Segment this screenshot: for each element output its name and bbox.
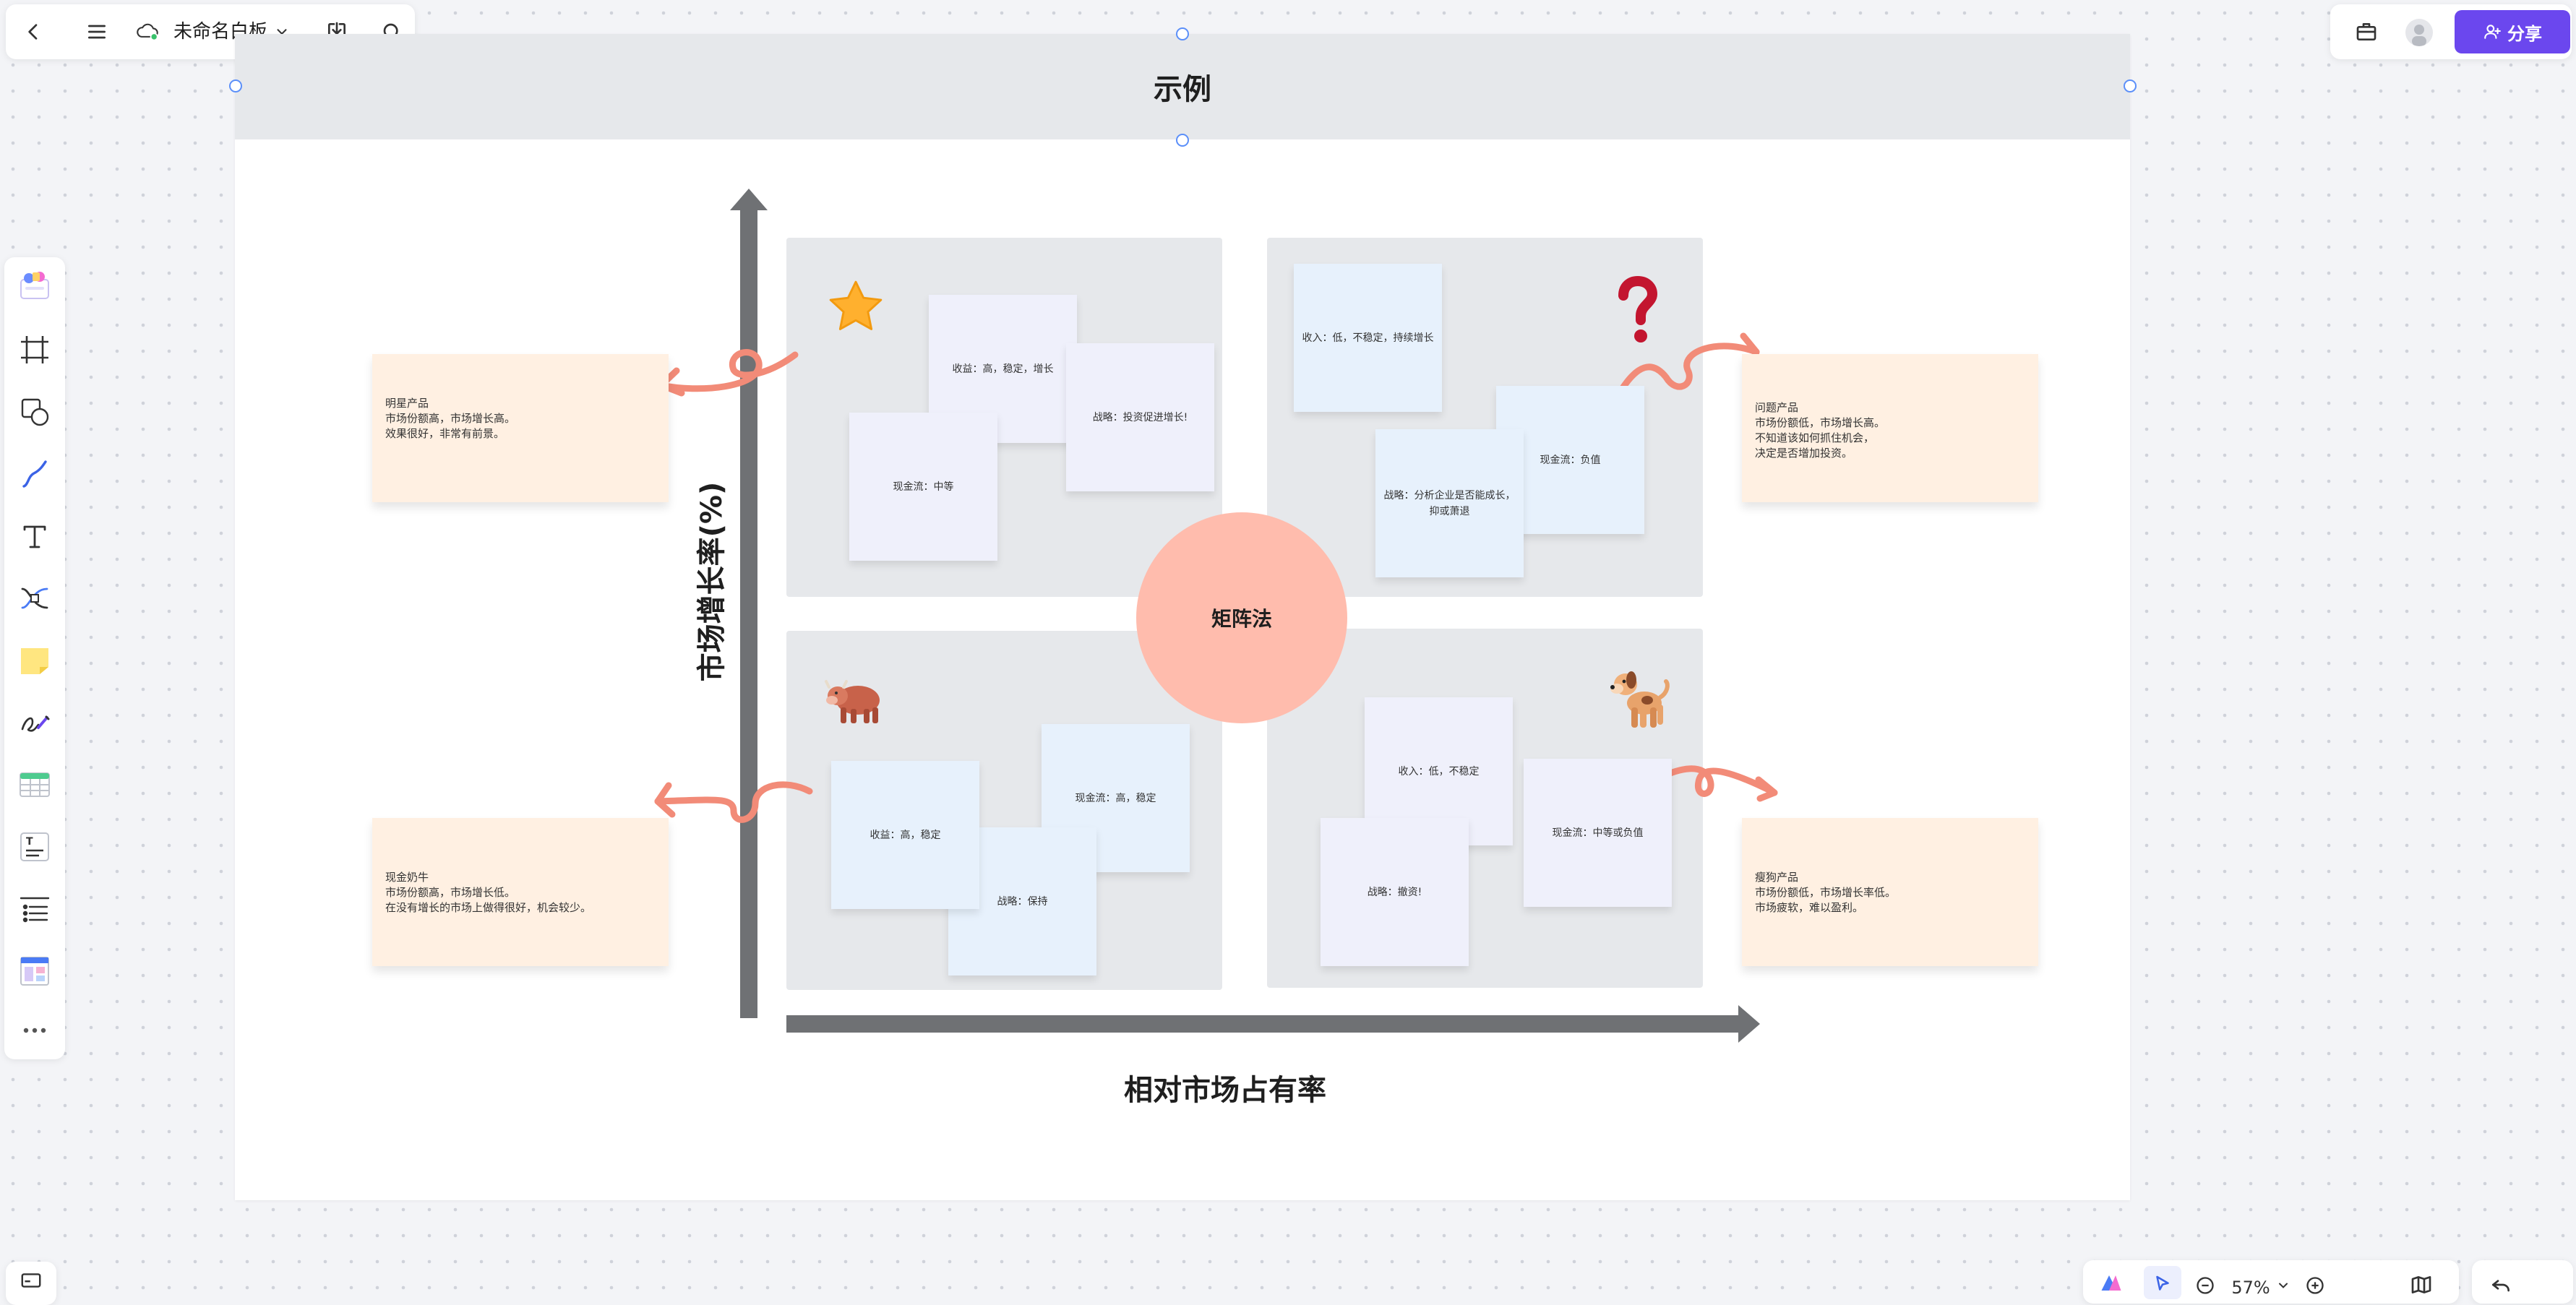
zoom-in-icon[interactable] — [2304, 1275, 2326, 1296]
layout-icon[interactable] — [14, 951, 55, 991]
axes — [654, 189, 1778, 1043]
left-toolbar: T — [4, 257, 65, 1059]
note-line: 在没有增长的市场上做得很好，机会较少。 — [385, 901, 592, 914]
back-icon[interactable] — [22, 20, 45, 43]
note-line: 市场疲软，难以盈利。 — [1755, 901, 1864, 914]
sticky-note[interactable]: 现金流：中等 — [849, 413, 997, 561]
curve-pen-icon[interactable] — [14, 454, 55, 494]
briefcase-icon[interactable] — [2355, 20, 2378, 43]
center-circle[interactable]: 矩阵法 — [1136, 512, 1347, 723]
share-button[interactable]: 分享 — [2455, 10, 2570, 53]
y-axis-arrow — [730, 189, 768, 1018]
resize-handle[interactable] — [229, 79, 242, 92]
list-icon[interactable] — [14, 889, 55, 929]
zoom-level[interactable]: 57% — [2231, 1278, 2270, 1298]
note-line: 决定是否增加投资。 — [1755, 447, 1853, 460]
frame-tool-icon[interactable] — [14, 330, 55, 370]
templates-icon[interactable] — [14, 266, 55, 306]
note-line: 问题产品 — [1755, 401, 1799, 414]
y-axis-label[interactable]: 市场增长率(%) — [695, 481, 729, 682]
note-line: 市场份额低，市场增长高。 — [1755, 416, 1886, 429]
zoom-out-icon[interactable] — [2194, 1275, 2216, 1296]
share-label: 分享 — [2507, 23, 2542, 44]
shapes-icon[interactable] — [14, 392, 55, 432]
brush-icon[interactable] — [14, 702, 55, 743]
note-line: 明星产品 — [385, 397, 429, 410]
chevron-down-icon[interactable] — [273, 23, 291, 40]
curly-arrow — [654, 781, 813, 823]
text-tool-icon[interactable] — [14, 516, 55, 556]
ai-icon[interactable] — [2098, 1270, 2125, 1293]
zoom-dropdown-icon[interactable] — [2275, 1278, 2291, 1293]
sticky-note-icon[interactable] — [14, 640, 55, 681]
dog-icon — [1602, 660, 1675, 732]
top-right-toolbar: 分享 — [2330, 4, 2572, 59]
select-tool[interactable] — [2144, 1266, 2181, 1299]
note-question-product[interactable]: 问题产品 市场份额低，市场增长高。 不知道该如何抓住机会， 决定是否增加投资。 — [1742, 354, 2038, 502]
note-line: 市场份额低，市场增长率低。 — [1755, 886, 1897, 899]
undo-icon[interactable] — [2489, 1273, 2512, 1296]
resize-handle[interactable] — [1176, 27, 1189, 40]
sticky-note[interactable]: 收入：低，不稳定，持续增长 — [1294, 264, 1442, 412]
bottom-toolbar: 57% — [2083, 1260, 2459, 1304]
note-star-product[interactable]: 明星产品 市场份额高，市场增长高。 效果很好，非常有前景。 — [372, 354, 669, 502]
svg-text:T: T — [26, 836, 33, 848]
text-block-icon[interactable]: T — [14, 827, 55, 867]
resize-handle[interactable] — [1176, 134, 1189, 147]
star-icon — [824, 275, 888, 339]
note-dog-product[interactable]: 瘦狗产品 市场份额低，市场增长率低。 市场疲软，难以盈利。 — [1742, 818, 2038, 966]
cursor-icon — [2156, 1275, 2169, 1291]
note-line: 效果很好，非常有前景。 — [385, 427, 505, 440]
frame-title[interactable]: 示例 — [1154, 73, 1211, 106]
frame-header — [235, 34, 2130, 139]
note-line: 不知道该如何抓住机会， — [1755, 431, 1875, 444]
note-line: 市场份额高，市场增长低。 — [385, 886, 516, 899]
menu-icon[interactable] — [85, 20, 108, 43]
curly-arrow — [658, 349, 799, 397]
note-line: 市场份额高，市场增长高。 — [385, 412, 516, 425]
note-cash-cow[interactable]: 现金奶牛 市场份额高，市场增长低。 在没有增长的市场上做得很好，机会较少。 — [372, 818, 669, 966]
undo-toolbar — [2472, 1260, 2573, 1304]
minimap-toggle[interactable] — [6, 1262, 56, 1305]
cloud-saved-icon — [134, 20, 160, 43]
map-icon[interactable] — [2410, 1273, 2433, 1296]
connector-icon[interactable] — [14, 578, 55, 619]
curly-arrow — [1655, 765, 1778, 802]
sticky-note[interactable]: 战略：分析企业是否能成长，抑或萧退 — [1375, 429, 1524, 577]
sticky-note[interactable]: 战略：撤资! — [1321, 818, 1469, 966]
avatar[interactable] — [2405, 19, 2433, 46]
resize-handle[interactable] — [2124, 79, 2137, 92]
add-user-icon — [2483, 22, 2502, 41]
cow-icon — [822, 670, 887, 728]
sticky-note[interactable]: 战略：投资促进增长! — [1066, 343, 1214, 491]
x-axis-label[interactable]: 相对市场占有率 — [1124, 1074, 1326, 1107]
more-icon[interactable] — [14, 1016, 55, 1045]
table-icon[interactable] — [14, 765, 55, 805]
example-frame[interactable]: 示例 — [229, 27, 2137, 1200]
question-mark-icon — [1612, 275, 1664, 348]
note-line: 瘦狗产品 — [1755, 871, 1799, 884]
x-axis-arrow — [786, 1005, 1760, 1043]
sticky-note[interactable]: 收益：高，稳定 — [831, 761, 979, 909]
sticky-note[interactable]: 现金流：高，稳定 — [1042, 724, 1190, 872]
note-line: 现金奶牛 — [385, 871, 429, 884]
minimap-icon — [20, 1272, 43, 1289]
sticky-note[interactable]: 现金流：中等或负值 — [1524, 759, 1672, 907]
